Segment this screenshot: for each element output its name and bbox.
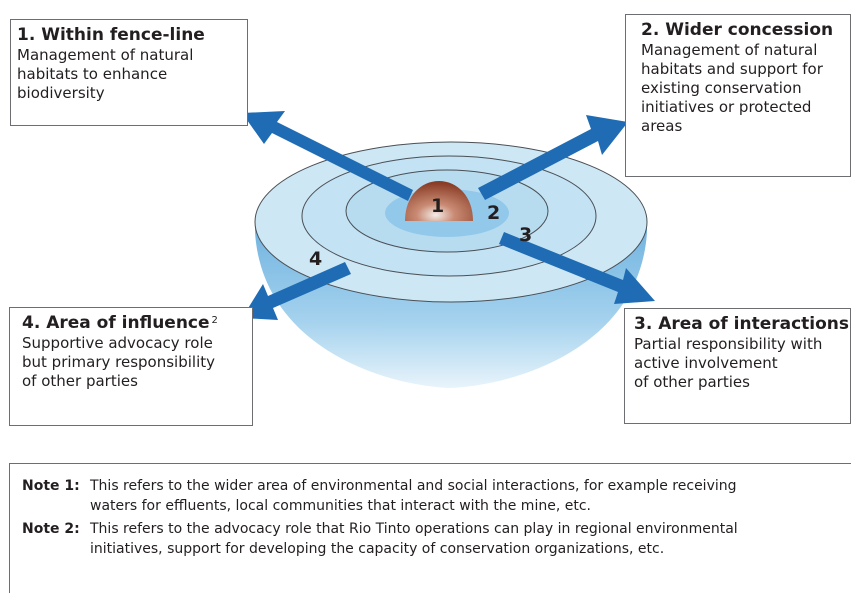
note-2: Note 2: This refers to the advocacy role… xyxy=(22,519,851,559)
zone-3-title-line: 3. Area of interactions1 xyxy=(634,313,849,335)
zone-3-title: 3. Area of interactions xyxy=(634,314,850,334)
arrow-zone-1 xyxy=(242,111,413,201)
zone-2-description: Management of natural habitats and suppo… xyxy=(641,41,823,135)
zone-4-footnote-ref: 2 xyxy=(211,315,218,326)
arrow-zone-3 xyxy=(499,232,655,304)
arrow-zone-2 xyxy=(478,115,628,200)
arrows xyxy=(242,111,655,320)
central-dome xyxy=(405,181,473,221)
zone-3-description: Partial responsibility with active invol… xyxy=(634,335,823,391)
note-1-text: This refers to the wider area of environ… xyxy=(90,478,737,514)
arrow-zone-4 xyxy=(242,262,351,320)
zone-2-box: 2. Wider concession Management of natura… xyxy=(625,14,851,177)
note-2-text: This refers to the advocacy role that Ri… xyxy=(90,521,738,557)
zone-1-box: 1. Within fence-line Management of natur… xyxy=(10,19,248,126)
note-1-label: Note 1: xyxy=(22,478,80,494)
note-1: Note 1: This refers to the wider area of… xyxy=(22,476,851,516)
zone-3-box: 3. Area of interactions1 Partial respons… xyxy=(624,308,851,424)
zone-1-title: 1. Within fence-line xyxy=(17,25,205,45)
zone-label-1: 1 xyxy=(431,195,444,217)
zone-label-3: 3 xyxy=(519,224,532,246)
notes-panel: Note 1: This refers to the wider area of… xyxy=(9,463,851,593)
zone-2-title: 2. Wider concession xyxy=(641,20,834,40)
zone-label-2: 2 xyxy=(487,202,500,224)
zone-4-title: 4. Area of influence xyxy=(22,313,210,333)
zone-1-description: Management of natural habitats to enhanc… xyxy=(17,46,194,102)
zone-4-description: Supportive advocacy role but primary res… xyxy=(22,334,216,390)
zone-label-4: 4 xyxy=(309,248,322,270)
note-2-label: Note 2: xyxy=(22,521,80,537)
